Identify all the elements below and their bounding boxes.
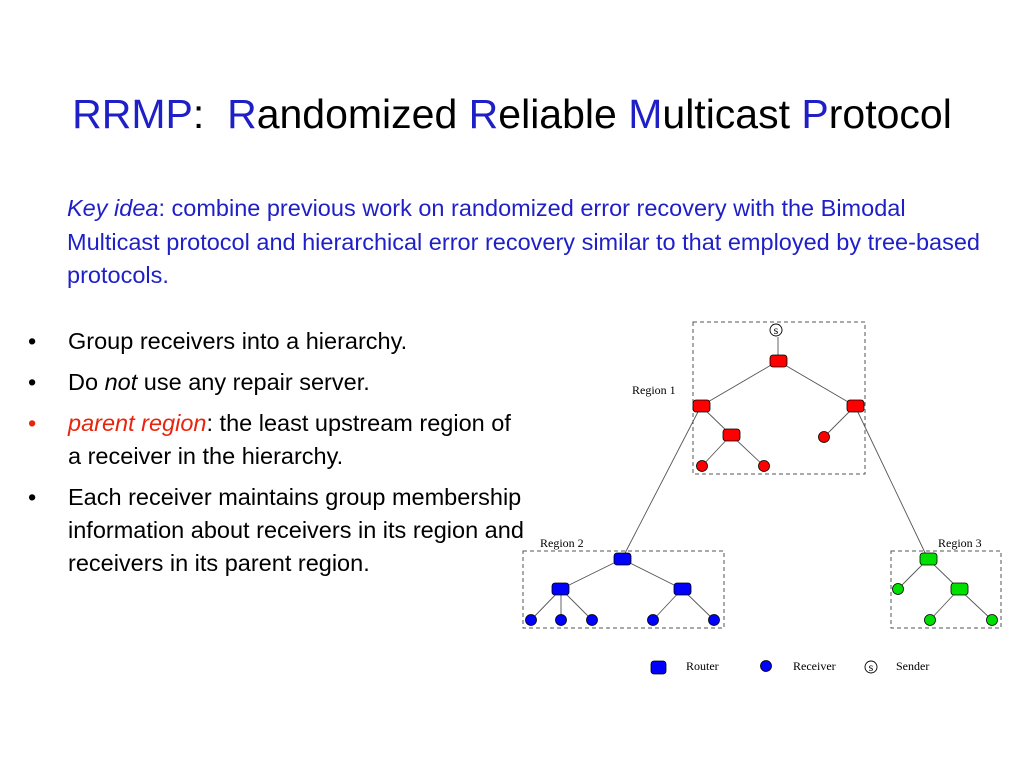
- legend-sender-label: Sender: [896, 659, 929, 673]
- router-node: [950, 582, 969, 596]
- bullet-text-after: use any repair server.: [137, 369, 370, 395]
- bullet-text: Group receivers into a hierarchy.: [68, 328, 408, 354]
- key-idea-text: : combine previous work on randomized er…: [67, 195, 980, 288]
- region-1-nodes: [692, 354, 865, 472]
- bullet-glyph: •: [28, 484, 37, 510]
- receiver-node: [924, 614, 936, 626]
- bullet-glyph: •: [28, 369, 37, 395]
- title-acronym: RRMP: [72, 91, 193, 137]
- bullet-text-before: Do: [68, 369, 105, 395]
- router-node: [551, 582, 570, 596]
- region-1-label: Region 1: [632, 383, 676, 397]
- diagram-legend: Router Receiver s Sender: [650, 659, 929, 675]
- title-word-protocol: rotocol: [828, 91, 952, 137]
- region-2-nodes: [525, 552, 720, 626]
- region-3-box: [890, 550, 1002, 629]
- receiver-node: [708, 614, 720, 626]
- key-idea-paragraph: Key idea: combine previous work on rando…: [67, 192, 997, 293]
- legend-sender-symbol: s: [869, 660, 874, 674]
- router-node: [722, 428, 741, 442]
- receiver-node: [892, 583, 904, 595]
- legend-sender-icon: [864, 660, 878, 674]
- title-word-reliable: eliable: [498, 91, 617, 137]
- title-letter-r1: R: [227, 91, 257, 137]
- receiver-node: [586, 614, 598, 626]
- receiver-node: [696, 460, 708, 472]
- legend-router-label: Router: [686, 659, 719, 673]
- receiver-node: [555, 614, 567, 626]
- title-word-multicast: ulticast: [662, 91, 790, 137]
- slide-title: RRMP: Randomized Reliable Multicast Prot…: [0, 88, 1024, 140]
- title-letter-m: M: [628, 91, 663, 137]
- receiver-node: [986, 614, 998, 626]
- router-node: [613, 552, 632, 566]
- bullet-text-italic: not: [104, 369, 138, 395]
- bullet-item-repair-server: • Do not use any repair server.: [28, 366, 528, 399]
- sender-node: [769, 323, 783, 337]
- title-word-randomized: andomized: [256, 91, 458, 137]
- router-node: [919, 552, 938, 566]
- region-3-label: Region 3: [938, 536, 982, 550]
- title-letter-r2: R: [468, 91, 499, 137]
- sender-symbol: s: [774, 323, 779, 337]
- parent-region-definition: : the least upstream region of a receive…: [68, 410, 511, 469]
- receiver-node: [818, 431, 830, 443]
- bullet-item-hierarchy: • Group receivers into a hierarchy.: [28, 325, 528, 358]
- region-2-box: [522, 550, 725, 629]
- bullet-glyph: •: [28, 328, 37, 354]
- legend-receiver-icon: [760, 660, 772, 672]
- receiver-node: [647, 614, 659, 626]
- router-node: [692, 399, 711, 413]
- receiver-node: [758, 460, 770, 472]
- legend-receiver-label: Receiver: [793, 659, 836, 673]
- legend-router-icon: [650, 660, 667, 675]
- tree-links: [530, 337, 993, 621]
- bullet-item-membership: • Each receiver maintains group membershi…: [28, 481, 528, 580]
- region-1-box: [692, 321, 866, 475]
- region-3-nodes: [892, 552, 998, 626]
- parent-region-term: parent region: [68, 410, 207, 436]
- key-idea-label: Key idea: [67, 195, 159, 221]
- router-node: [673, 582, 692, 596]
- title-colon: :: [192, 91, 205, 137]
- region-2-label: Region 2: [540, 536, 584, 550]
- bullet-list: • Group receivers into a hierarchy. • Do n…: [28, 325, 528, 588]
- router-node: [769, 354, 788, 368]
- bullet-glyph: •: [28, 410, 37, 436]
- router-node: [846, 399, 865, 413]
- title-letter-p: P: [801, 91, 829, 137]
- bullet-item-parent-region: • parent region: the least upstream regio…: [28, 407, 528, 473]
- receiver-node: [525, 614, 537, 626]
- bullet-text: Each receiver maintains group membership…: [68, 484, 524, 576]
